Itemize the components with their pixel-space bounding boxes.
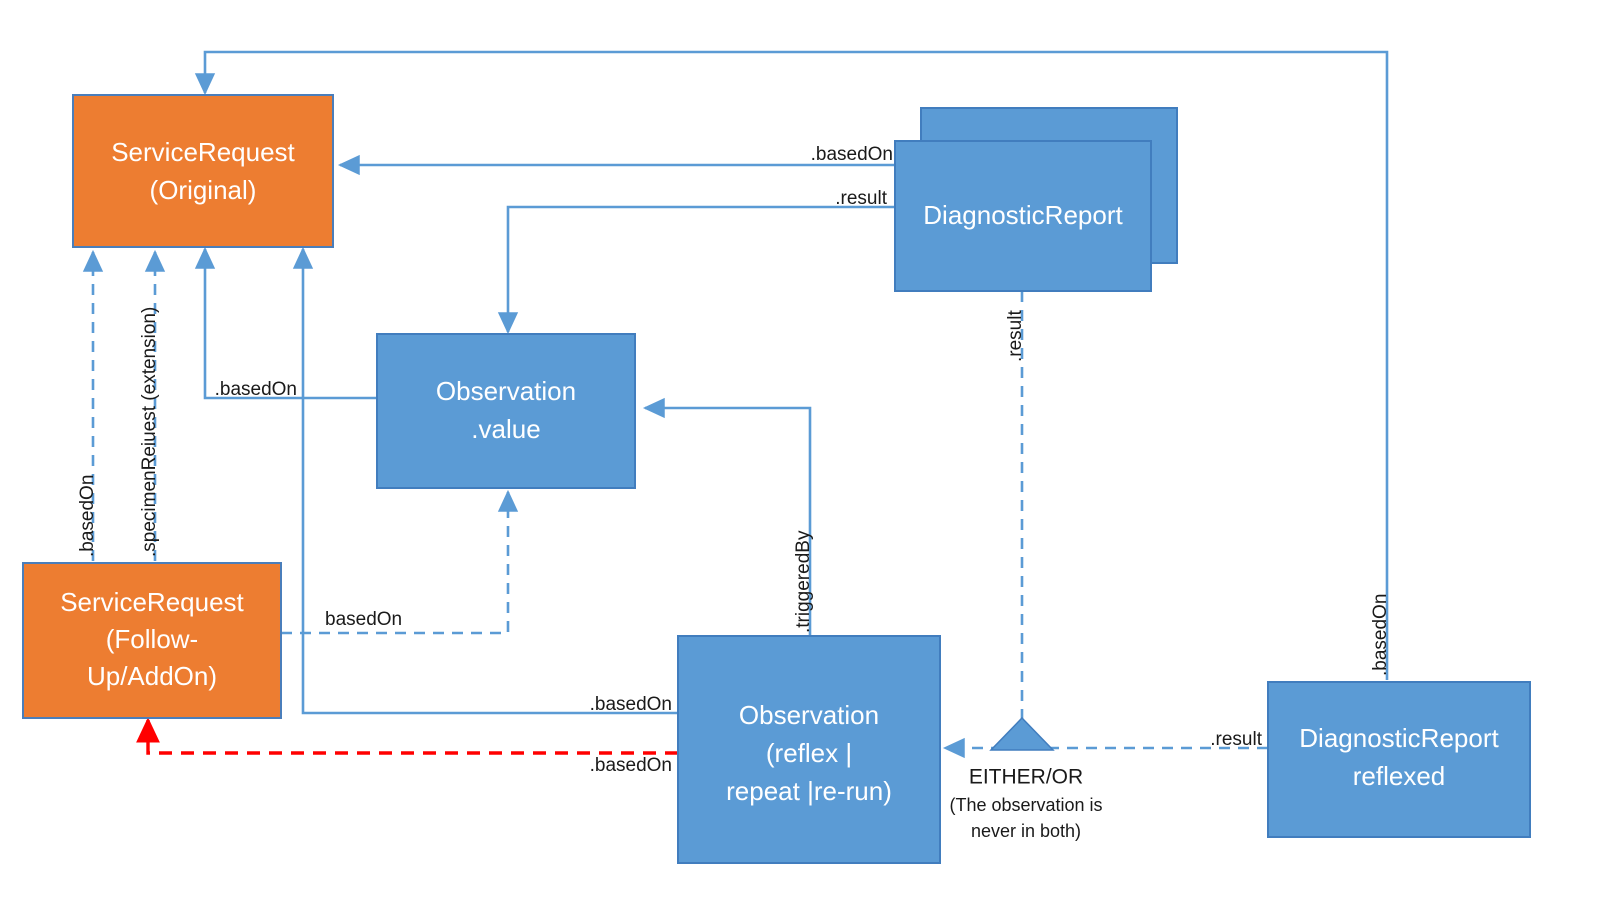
label-observation-reflex-basedon: .basedOn bbox=[590, 694, 672, 715]
label-dr-reflexed-basedon-vertical: .basedOn bbox=[1370, 594, 1391, 676]
edge-dr-reflexed-basedon-to-sr-original bbox=[194, 50, 1389, 680]
sr-original-line-1: ServiceRequest bbox=[111, 137, 295, 167]
node-diagnostic-report[interactable]: DiagnosticReport bbox=[894, 140, 1152, 292]
sr-followup-line-2: (Follow- bbox=[106, 624, 198, 654]
label-specimenrequest-vertical: .specimenReiuest (extension) bbox=[139, 307, 160, 557]
node-service-request-original[interactable]: ServiceRequest (Original) bbox=[72, 94, 334, 248]
dr-reflexed-line-1: DiagnosticReport bbox=[1299, 723, 1499, 753]
label-followup-basedon-plain: basedOn bbox=[325, 609, 402, 630]
edge-dr-result-to-observation-value bbox=[497, 205, 900, 335]
observation-value-line-1: Observation bbox=[436, 376, 576, 406]
node-service-request-followup[interactable]: ServiceRequest (Follow- Up/AddOn) bbox=[22, 562, 282, 719]
label-dr-result: .result bbox=[835, 188, 887, 209]
dr-reflexed-line-2: reflexed bbox=[1353, 761, 1446, 791]
label-dr-reflexed-result: .result bbox=[1210, 729, 1262, 750]
either-or-annotation: EITHER/OR (The observation is never in b… bbox=[949, 766, 1102, 841]
either-or-line-1: (The observation is bbox=[949, 795, 1102, 815]
label-observation-reflex-basedon-red: .basedOn bbox=[590, 755, 672, 776]
sr-followup-line-3: Up/AddOn) bbox=[87, 661, 217, 691]
sr-followup-line-1: ServiceRequest bbox=[60, 587, 244, 617]
node-diagnostic-report-reflexed[interactable]: DiagnosticReport reflexed bbox=[1267, 681, 1531, 838]
label-triggeredby-vertical: .triggeredBy bbox=[793, 530, 814, 633]
edge-triggeredby-reflex-to-observation-value bbox=[642, 397, 812, 637]
label-sr-basedon-vertical: .basedOn bbox=[77, 475, 98, 557]
either-or-heading: EITHER/OR bbox=[969, 766, 1083, 789]
either-or-line-2: never in both) bbox=[971, 821, 1081, 841]
node-observation-reflex[interactable]: Observation (reflex | repeat |re-run) bbox=[677, 635, 941, 864]
observation-value-line-2: .value bbox=[471, 414, 540, 444]
edge-observation-value-basedon-to-sr-original bbox=[194, 246, 377, 400]
node-observation-value[interactable]: Observation .value bbox=[376, 333, 636, 489]
label-observation-value-basedon: .basedOn bbox=[215, 379, 297, 400]
observation-reflex-line-1: Observation bbox=[739, 700, 879, 730]
either-or-triangle bbox=[989, 716, 1055, 751]
label-dr-result-vertical: .result bbox=[1005, 310, 1026, 362]
label-dr-basedon: .basedOn bbox=[811, 144, 893, 165]
observation-reflex-line-2: (reflex | bbox=[766, 738, 852, 768]
observation-reflex-line-3: repeat |re-run) bbox=[726, 776, 892, 806]
edge-observation-reflex-basedon-to-sr-original bbox=[292, 246, 678, 715]
sr-original-line-2: (Original) bbox=[150, 175, 257, 205]
diagnostic-report-label: DiagnosticReport bbox=[923, 200, 1123, 230]
edge-observation-reflex-basedon-red bbox=[136, 717, 678, 755]
